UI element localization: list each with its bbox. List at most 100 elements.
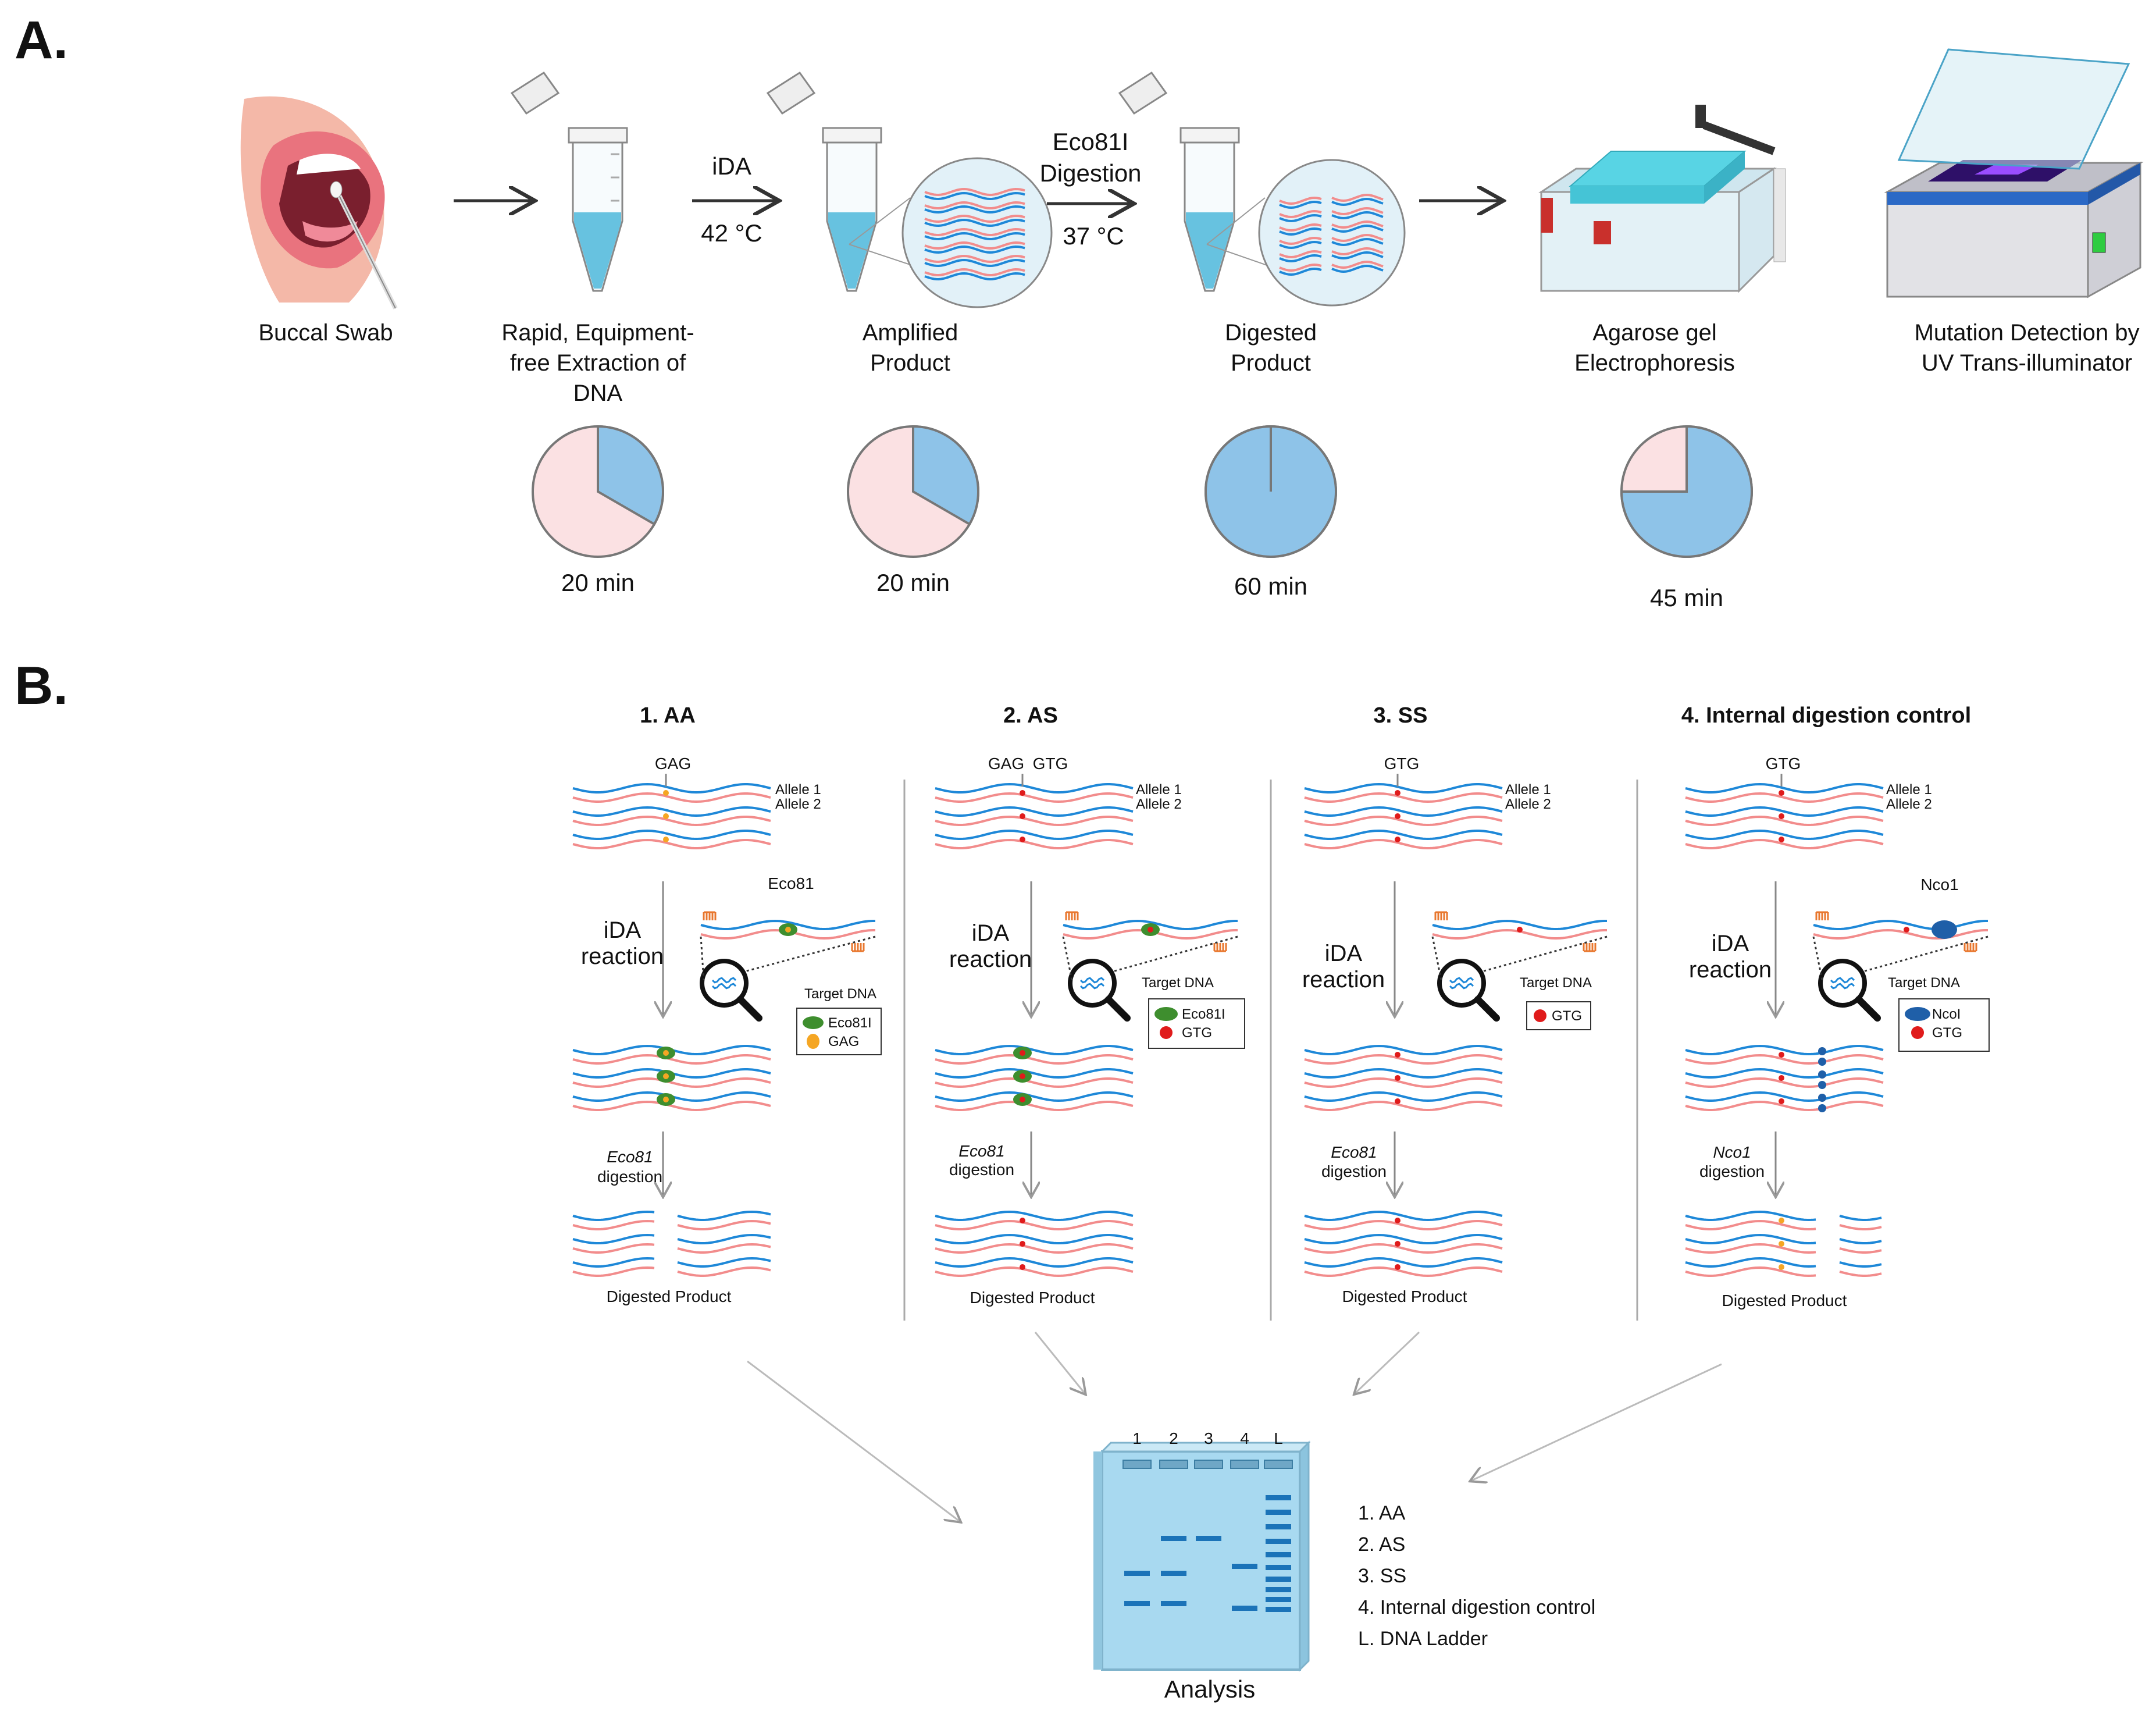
gel-band: [1266, 1539, 1291, 1544]
step-uv-line2: UV Trans-illuminator: [1922, 350, 2132, 376]
col-2-allele1: Allele 1: [1136, 782, 1182, 798]
pink-strand: [935, 1054, 1134, 1065]
amplified-dna-pink: [924, 214, 1025, 223]
digested-dna-pink: [1331, 233, 1384, 243]
pink-strand: [1304, 1054, 1503, 1065]
amplified-dna-blue: [924, 258, 1025, 268]
arrow-label-ida: iDA: [712, 152, 751, 180]
gel-band: [1161, 1571, 1186, 1576]
blue-strand: [1685, 829, 1884, 841]
pink-strand: [935, 1243, 1134, 1254]
digested-dna-left: [1685, 1210, 1816, 1231]
blue-strand: [677, 1210, 771, 1221]
nco1-site: [1818, 1058, 1826, 1066]
col-2-digestion-word: digestion: [949, 1161, 1014, 1179]
amplified-dna: [935, 1044, 1134, 1065]
col-3-legend: GTG: [1526, 1001, 1591, 1030]
codon-marker: [1779, 1264, 1784, 1270]
gel-band: [1124, 1571, 1150, 1576]
blue-strand: [1839, 1238, 1882, 1244]
magnifier-handle: [1105, 996, 1131, 1022]
nco1-enzyme: [1932, 920, 1957, 939]
primer-right: [1963, 943, 1977, 952]
digested-dna-pink: [1279, 223, 1322, 232]
primer-left: [1434, 911, 1448, 920]
blue-strand: [1685, 1257, 1816, 1268]
col-3-codon: GTG: [1384, 755, 1420, 773]
blue-strand: [1304, 1091, 1503, 1102]
pink-strand: [935, 1219, 1134, 1231]
column-3-schematic: [1304, 774, 1608, 1278]
blue-strand: [1685, 806, 1884, 817]
step-gel-line2: Electrophoresis: [1574, 350, 1735, 376]
blue-strand: [1839, 1215, 1882, 1221]
amplified-dna-blue: [924, 205, 1025, 214]
magnifier-handle: [1855, 996, 1881, 1022]
codon-marker: [1020, 813, 1025, 819]
pink-strand: [1685, 1266, 1816, 1278]
digested-dna-right: [677, 1257, 771, 1277]
digested-dna-pink: [1279, 196, 1322, 205]
primer-right: [1213, 943, 1227, 952]
undigested-dna: [935, 1233, 1134, 1254]
blue-strand: [1685, 1068, 1884, 1079]
pink-strand: [572, 1054, 771, 1065]
pink-strand: [1304, 1100, 1503, 1112]
column-4-schematic: [1685, 774, 1988, 1278]
col-1-allele2: Allele 2: [775, 796, 821, 812]
step-buccal-swab: Buccal Swab: [258, 320, 393, 346]
pink-strand: [1685, 1077, 1884, 1088]
column-1-schematic: [572, 774, 876, 1277]
codon-marker: [1020, 1264, 1025, 1270]
codon-marker: [1904, 927, 1909, 933]
col-4-product: Digested Product: [1722, 1291, 1847, 1310]
allele-dna: [1304, 829, 1503, 850]
digested-dna-right: [1839, 1215, 1882, 1230]
col-4-allele1: Allele 1: [1886, 782, 1932, 798]
col-2-legend-codon: GTG: [1182, 1025, 1212, 1041]
gel-key-4: 4. Internal digestion control: [1358, 1596, 1595, 1618]
column-2-schematic: [935, 774, 1238, 1278]
col-2-allele2: Allele 2: [1136, 796, 1182, 812]
amplified-dna-pink: [924, 254, 1025, 264]
blue-strand: [572, 782, 771, 794]
gel-key-5: L. DNA Ladder: [1358, 1628, 1488, 1650]
codon-marker: [1779, 790, 1784, 796]
col-3-reaction-line2: reaction: [1302, 967, 1385, 992]
primer-right: [851, 943, 865, 952]
codon-marker: [1020, 837, 1025, 842]
col-2-reaction-line1: iDA: [972, 920, 1010, 946]
pink-strand: [1304, 1266, 1503, 1278]
magnifier-handle: [1474, 996, 1500, 1022]
digested-dna-blue: [1279, 267, 1322, 276]
amplified-dna-pink: [924, 227, 1025, 237]
pink-strand: [935, 792, 1134, 803]
pink-strand: [1304, 1077, 1503, 1088]
arrow-label-eco-line1: Eco81I: [1053, 128, 1129, 155]
codon-marker: [1395, 837, 1400, 842]
pink-strand: [572, 838, 771, 850]
blue-strand: [935, 1257, 1134, 1268]
converge-arrow-2: [1034, 1332, 1085, 1393]
blue-strand: [1304, 829, 1503, 841]
gel-band: [1232, 1564, 1257, 1569]
col-2-digestion-enzyme: Eco81: [958, 1142, 1004, 1160]
zoom-line: [1481, 935, 1608, 973]
pink-strand: [572, 1219, 655, 1230]
allele-dna: [572, 806, 771, 827]
col-4-legend: NcoI GTG: [1898, 998, 1990, 1052]
pink-strand: [1685, 838, 1884, 850]
codon-marker: [1020, 1097, 1025, 1102]
digested-dna-right: [677, 1210, 771, 1230]
blue-strand: [1304, 1210, 1503, 1222]
blue-strand: [572, 829, 771, 841]
allele-dna: [1304, 806, 1503, 827]
digested-dna-blue: [1331, 197, 1384, 207]
gel-band: [1161, 1536, 1186, 1541]
allele-dna: [1685, 829, 1884, 850]
col-1-allele1: Allele 1: [775, 782, 821, 798]
magnified-wave: [1449, 977, 1474, 984]
blue-strand: [1685, 782, 1884, 794]
col-2-product: Digested Product: [970, 1289, 1095, 1307]
